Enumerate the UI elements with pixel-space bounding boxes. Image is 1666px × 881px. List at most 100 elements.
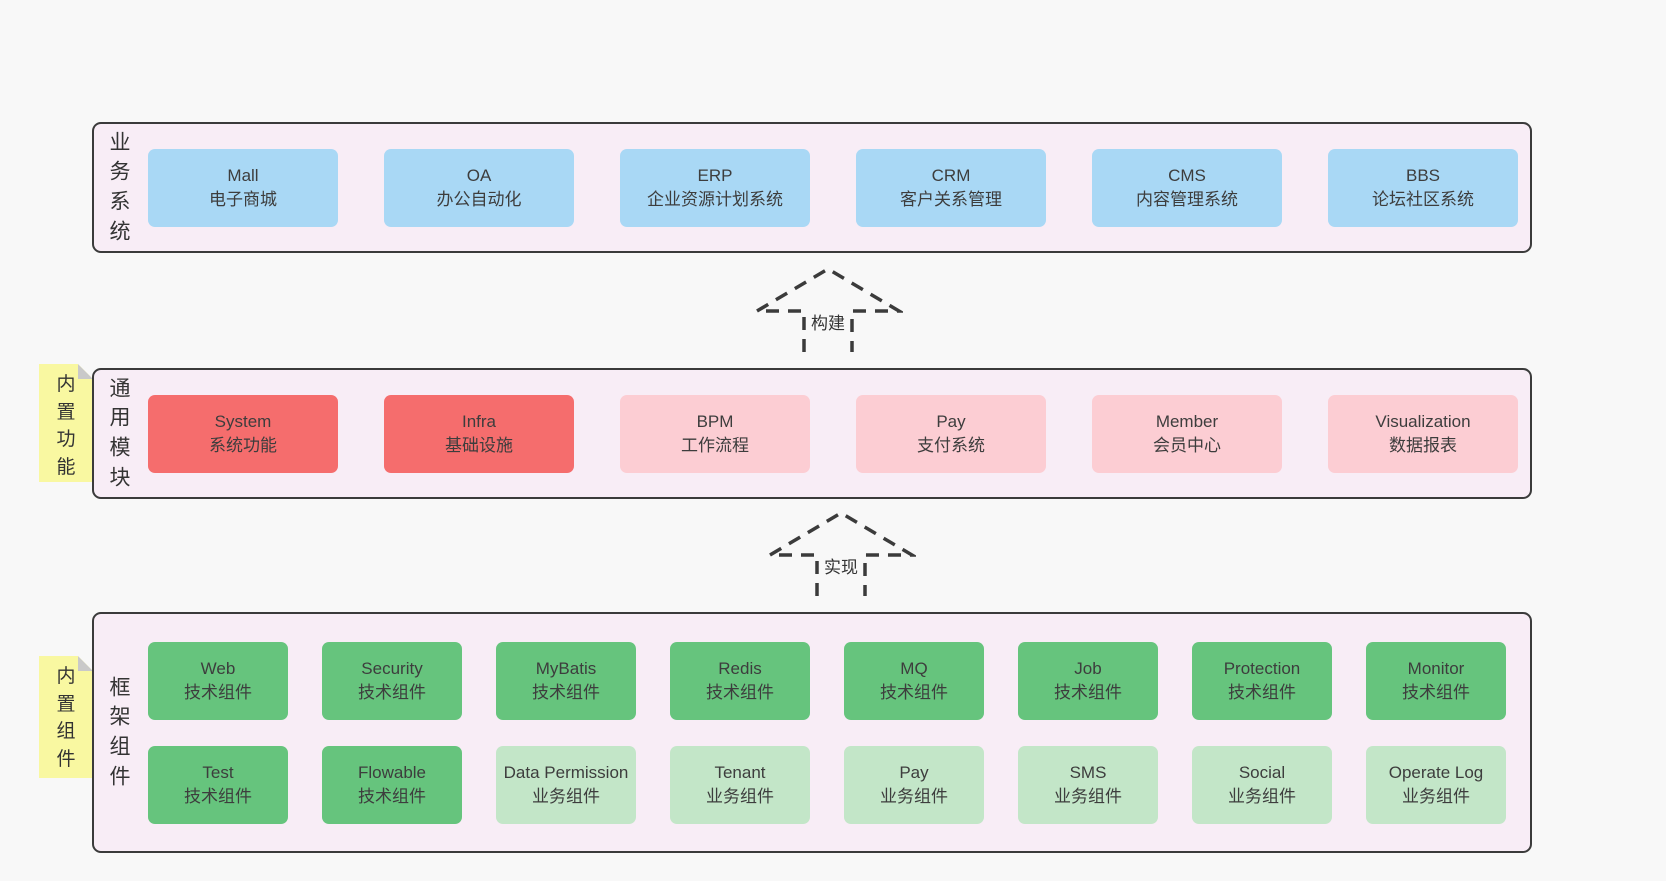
box-title: SMS <box>1069 762 1107 782</box>
box-subtitle: 企业资源计划系统 <box>647 189 783 209</box>
box-title: Flowable <box>357 762 427 782</box>
box-monitor: Monitor 技术组件 <box>1366 641 1506 720</box>
box-security: Security 技术组件 <box>322 641 462 720</box>
box-title: BPM <box>696 411 734 431</box>
build-arrow-label: 构建 <box>808 309 848 334</box>
box-title: Operate Log <box>1388 762 1484 782</box>
box-bbs: BBS 论坛社区系统 <box>1328 148 1518 227</box>
box-test: Test 技术组件 <box>148 745 288 824</box>
module-boxes: System 系统功能 Infra 基础设施 BPM 工作流程 Pay 支付系统 Member 会… <box>148 370 1526 497</box>
sticky-note-label: 内置功能 <box>56 374 76 478</box>
box-title: ERP <box>697 165 733 185</box>
box-title: Security <box>361 658 423 678</box>
box-infra: Infra 基础设施 <box>384 394 574 473</box>
box-job: Job 技术组件 <box>1018 641 1158 720</box>
box-title: Monitor <box>1407 658 1465 678</box>
box-web: Web 技术组件 <box>148 641 288 720</box>
box-title: Member <box>1155 411 1219 431</box>
box-subtitle: 电子商城 <box>209 189 277 209</box>
box-sms: SMS 业务组件 <box>1018 745 1158 824</box>
box-title: Mall <box>227 165 259 185</box>
box-subtitle: 工作流程 <box>681 435 749 455</box>
box-subtitle: 支付系统 <box>917 435 985 455</box>
box-member: Member 会员中心 <box>1092 394 1282 473</box>
box-subtitle: 技术组件 <box>1054 682 1122 702</box>
box-subtitle: 业务组件 <box>1228 786 1296 806</box>
box-title: Test <box>202 762 234 782</box>
section-label-modules: 通用模块 <box>109 376 131 490</box>
box-operate-log: Operate Log 业务组件 <box>1366 745 1506 824</box>
box-subtitle: 技术组件 <box>706 682 774 702</box>
box-title: CMS <box>1168 165 1206 185</box>
box-title: Social <box>1238 762 1286 782</box>
build-arrow: 构建 <box>753 266 903 352</box>
box-subtitle: 论坛社区系统 <box>1372 189 1474 209</box>
box-subtitle: 业务组件 <box>1054 786 1122 806</box>
box-erp: ERP 企业资源计划系统 <box>620 148 810 227</box>
box-system: System 系统功能 <box>148 394 338 473</box>
box-cms: CMS 内容管理系统 <box>1092 148 1282 227</box>
box-title: Infra <box>461 411 497 431</box>
box-protection: Protection 技术组件 <box>1192 641 1332 720</box>
box-title: Redis <box>718 658 762 678</box>
box-title: Web <box>200 658 236 678</box>
box-pay: Pay 支付系统 <box>856 394 1046 473</box>
box-subtitle: 内容管理系统 <box>1136 189 1238 209</box>
box-subtitle: 技术组件 <box>184 786 252 806</box>
box-title: Pay <box>899 762 929 782</box>
box-subtitle: 技术组件 <box>1402 682 1470 702</box>
box-subtitle: 会员中心 <box>1153 435 1221 455</box>
box-subtitle: 技术组件 <box>532 682 600 702</box>
box-mq: MQ 技术组件 <box>844 641 984 720</box>
box-subtitle: 系统功能 <box>209 435 277 455</box>
box-subtitle: 客户关系管理 <box>900 189 1002 209</box>
sticky-note-builtin-functions: 内置功能 <box>39 364 93 482</box>
box-crm: CRM 客户关系管理 <box>856 148 1046 227</box>
box-bpm: BPM 工作流程 <box>620 394 810 473</box>
box-title: Visualization <box>1375 411 1471 431</box>
box-title: CRM <box>931 165 971 185</box>
implement-arrow: 实现 <box>766 510 916 596</box>
box-data-permission: Data Permission 业务组件 <box>496 745 636 824</box>
sticky-note-label: 内置组件 <box>56 666 76 770</box>
section-label-business: 业务系统 <box>109 130 131 244</box>
box-title: MQ <box>900 658 928 678</box>
box-mall: Mall 电子商城 <box>148 148 338 227</box>
box-subtitle: 业务组件 <box>880 786 948 806</box>
box-subtitle: 业务组件 <box>1402 786 1470 806</box>
box-title: BBS <box>1405 165 1441 185</box>
box-redis: Redis 技术组件 <box>670 641 810 720</box>
box-subtitle: 业务组件 <box>706 786 774 806</box>
section-common-modules: 通用模块 System 系统功能 Infra 基础设施 BPM 工作流程 Pay 支付系统 Me… <box>92 368 1532 499</box>
box-subtitle: 基础设施 <box>445 435 513 455</box>
box-title: Data Permission <box>503 762 629 782</box>
box-subtitle: 技术组件 <box>880 682 948 702</box>
box-title: Job <box>1074 658 1102 678</box>
section-label-components: 框架组件 <box>109 675 131 789</box>
box-title: System <box>214 411 272 431</box>
box-pay: Pay 业务组件 <box>844 745 984 824</box>
box-subtitle: 业务组件 <box>532 786 600 806</box>
sticky-note-builtin-components: 内置组件 <box>39 656 93 778</box>
box-subtitle: 技术组件 <box>184 682 252 702</box>
box-subtitle: 数据报表 <box>1389 435 1457 455</box>
box-subtitle: 技术组件 <box>358 682 426 702</box>
box-title: OA <box>466 165 492 185</box>
box-social: Social 业务组件 <box>1192 745 1332 824</box>
box-title: Pay <box>936 411 966 431</box>
box-row: System 系统功能 Infra 基础设施 BPM 工作流程 Pay 支付系统 Member 会… <box>148 394 1526 473</box>
box-subtitle: 技术组件 <box>1228 682 1296 702</box>
box-visualization: Visualization 数据报表 <box>1328 394 1518 473</box>
box-title: Protection <box>1223 658 1301 678</box>
